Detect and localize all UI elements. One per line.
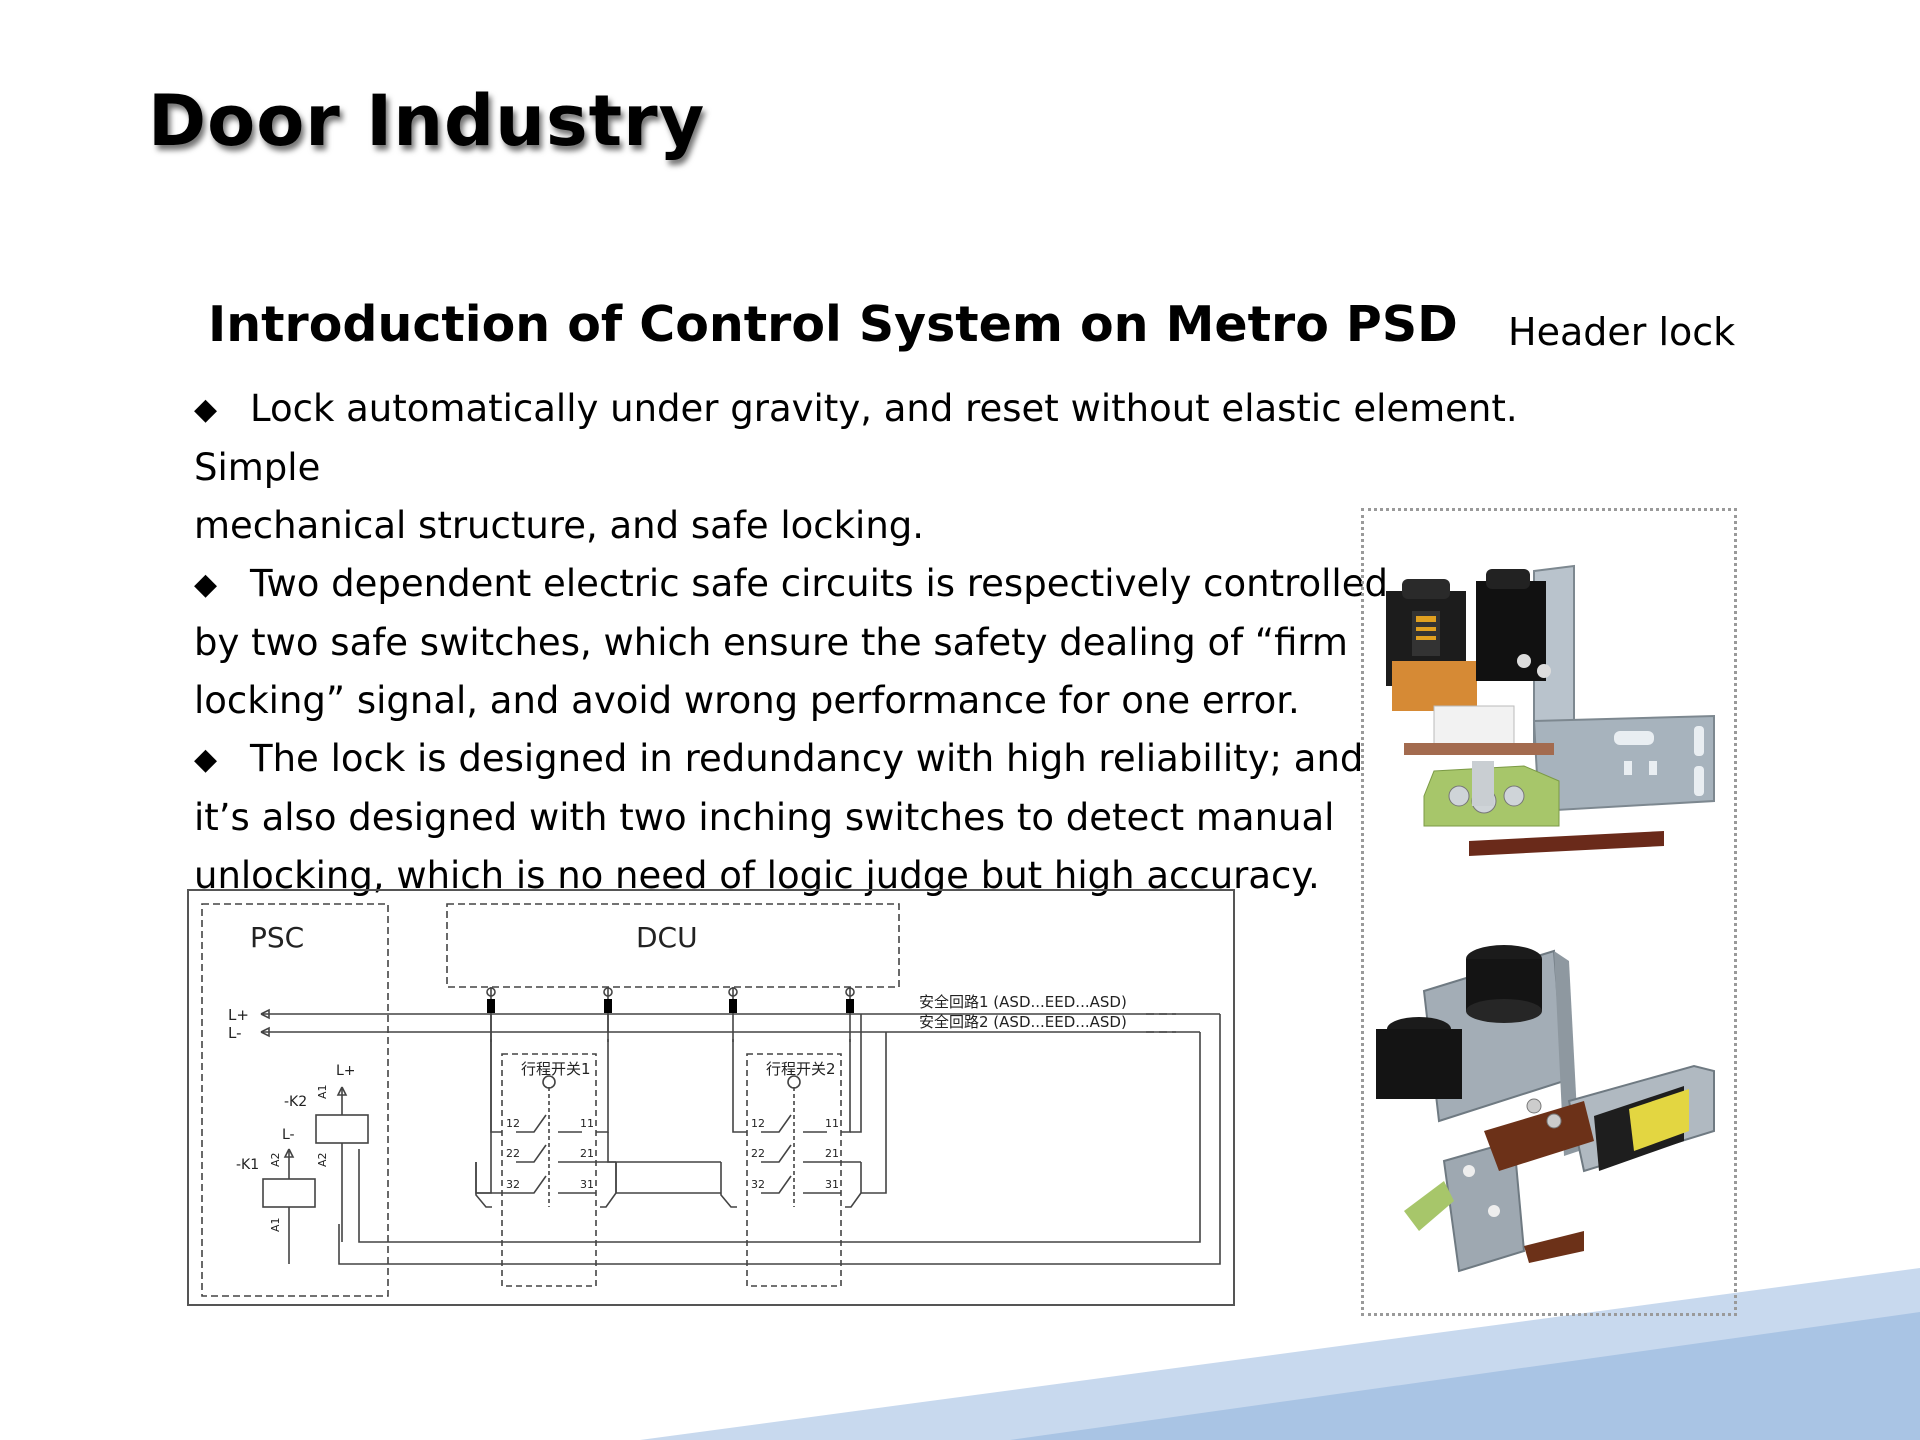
bullet-line: The lock is designed in redundancy with … [250,737,1364,780]
bullet-line: Lock automatically under gravity, and re… [194,387,1518,489]
a2-label: A2 [269,1152,282,1167]
bullet-line-text: it’s also designed with two inching swit… [194,796,1335,839]
l-plus-relay-label: L+ [336,1063,356,1079]
bullet-line: locking” signal, and avoid wrong perform… [194,672,1614,730]
slide-title: Door Industry [148,80,706,162]
bullet-item: ◆ Two dependent electric safe circuits is… [194,555,1614,614]
bullet-line: it’s also designed with two inching swit… [194,789,1614,847]
bullet-item: ◆ The lock is designed in redundancy with… [194,730,1614,789]
contact-label: 22 [751,1147,765,1160]
contact-label: 11 [825,1117,839,1130]
dcu-label: DCU [636,921,698,954]
diamond-bullet-icon: ◆ [194,567,218,602]
diamond-bullet-icon: ◆ [194,392,218,427]
bullet-line: mechanical structure, and safe locking. [194,497,1614,555]
contact-label: 31 [580,1178,594,1191]
psc-label: PSC [250,921,304,954]
bullet-line-text: mechanical structure, and safe locking. [194,504,925,547]
section-title: Introduction of Control System on Metro … [208,296,1458,353]
switch1-label: 行程开关1 [521,1060,591,1078]
l-minus-relay-label: L- [282,1127,295,1143]
contact-label: 21 [580,1147,594,1160]
k2-label: -K2 [284,1094,307,1110]
safety-circuit-1-label: 安全回路1 (ASD...EED...ASD) [919,993,1127,1011]
header-lock-photo-frame [1361,508,1737,1316]
header-lock-illustration [1376,564,1715,1273]
a1-label: A1 [269,1217,282,1232]
contact-label: 32 [751,1178,765,1191]
contact-label: 12 [506,1117,520,1130]
contact-label: 31 [825,1178,839,1191]
safety-circuit-2-label: 安全回路2 (ASD...EED...ASD) [919,1013,1127,1031]
bullet-line: by two safe switches, which ensure the s… [194,614,1614,672]
contact-label: 32 [506,1178,520,1191]
contact-label: 12 [751,1117,765,1130]
header-lock-image-bottom [1376,945,1715,1273]
contact-label: 11 [580,1117,594,1130]
image-caption: Header lock [1508,310,1736,354]
a1-label: A1 [316,1084,329,1099]
bullet-line: Two dependent electric safe circuits is … [250,562,1388,605]
k1-label: -K1 [236,1157,259,1173]
diamond-bullet-icon: ◆ [194,742,218,777]
contact-label: 21 [825,1147,839,1160]
bullet-list: ◆Lock automatically under gravity, and r… [194,380,1614,905]
contact-label: 22 [506,1147,520,1160]
bullet-line-text: by two safe switches, which ensure the s… [194,621,1348,664]
control-circuit-diagram: PSC DCU L+ L- L+ L- -K2 -K1 A1 A2 A2 A1 … [187,889,1235,1306]
switch2-label: 行程开关2 [766,1060,836,1078]
l-minus-label: L- [228,1024,242,1042]
header-lock-image-top [1386,564,1715,856]
bullet-line-text: locking” signal, and avoid wrong perform… [194,679,1300,722]
l-plus-label: L+ [228,1006,249,1024]
a2-label: A2 [316,1152,329,1167]
bullet-item: ◆Lock automatically under gravity, and r… [194,380,1614,497]
